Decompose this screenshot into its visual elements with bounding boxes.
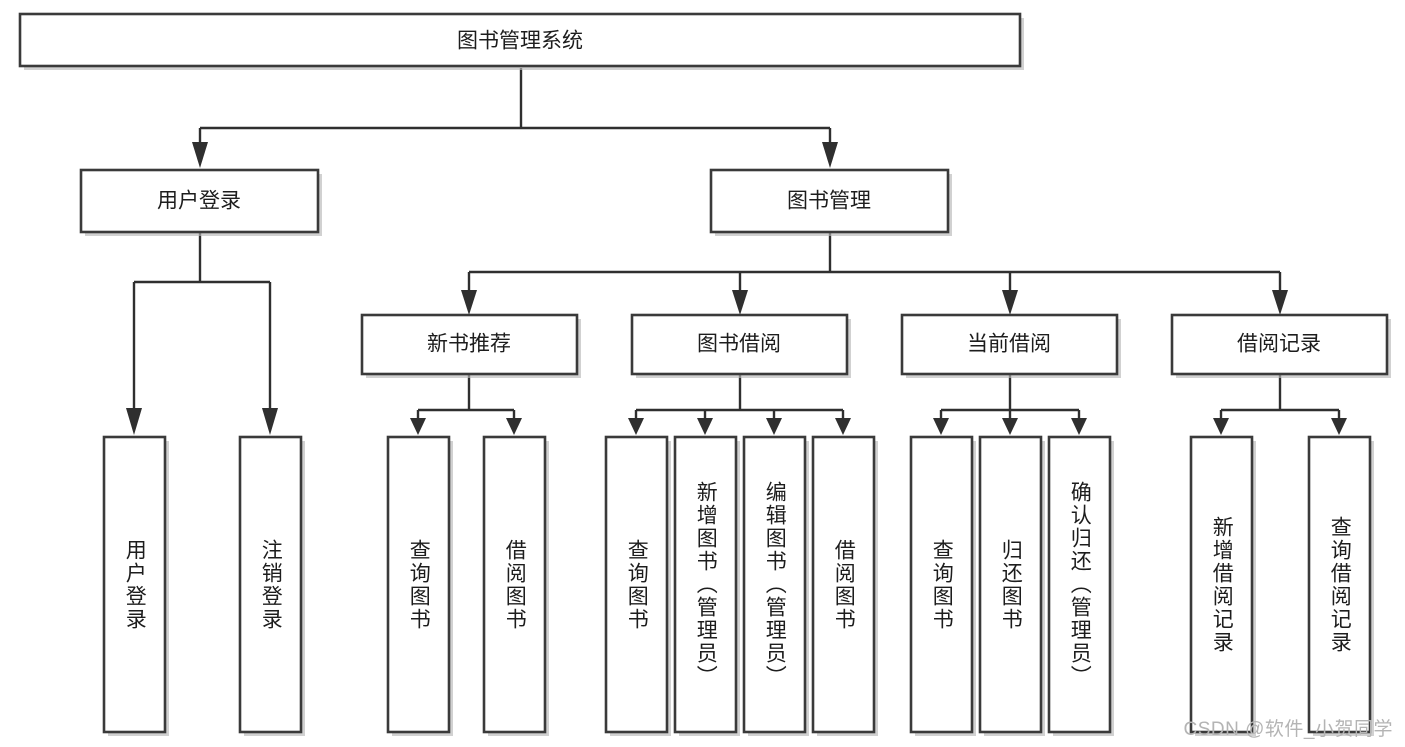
leaf-label-edit-book-admin[interactable]: 编辑图书（管理员） (744, 437, 805, 732)
node-borrow-record[interactable]: 借阅记录 (1170, 313, 1391, 378)
node-book-borrow[interactable]: 图书借阅 (630, 313, 851, 378)
arrow-book-to-new (461, 290, 477, 315)
leaf-label-logout[interactable]: 注销登录 (240, 437, 301, 732)
node-user-login-label: 用户登录 (157, 190, 241, 213)
leaf-label-query-book-new[interactable]: 查询图书 (388, 437, 449, 732)
leaf-label-text: 新增图书（管理员） (694, 481, 718, 688)
arrow-root-to-user (192, 142, 208, 168)
leaf-label-text: 借阅图书 (503, 538, 527, 631)
leaf-label-add-borrow-record[interactable]: 新增借阅记录 (1191, 437, 1252, 732)
arrow-book-to-borrow (732, 290, 748, 315)
leaf-label-return-book[interactable]: 归还图书 (980, 437, 1041, 732)
leaf-box-0[interactable] (102, 435, 167, 734)
node-book-borrow-box (630, 313, 849, 376)
leaf-label-text: 查询图书 (625, 538, 649, 631)
node-book-management-box (709, 168, 950, 234)
node-root-box (18, 12, 1022, 68)
leaf-box-9[interactable] (978, 435, 1043, 734)
arrow-current-to-leaf-2 (1002, 418, 1018, 435)
leaf-label-borrow-book[interactable]: 借阅图书 (813, 437, 874, 732)
leaf-box-11[interactable] (1189, 435, 1254, 734)
leaf-label-text: 注销登录 (259, 538, 283, 631)
arrow-user-to-logout (262, 408, 278, 435)
node-root-label: 图书管理系统 (457, 30, 583, 53)
leaf-label-query-book-current[interactable]: 查询图书 (911, 437, 972, 732)
leaf-label-query-borrow-record[interactable]: 查询借阅记录 (1309, 437, 1370, 732)
leaf-label-text: 确认归还（管理员） (1068, 481, 1092, 688)
leaf-label-text: 编辑图书（管理员） (763, 481, 787, 688)
leaf-label-text: 借阅图书 (832, 538, 856, 631)
leaf-box-8[interactable] (909, 435, 974, 734)
node-book-management-label: 图书管理 (787, 190, 871, 213)
node-current-borrow-label: 当前借阅 (967, 333, 1051, 356)
leaf-label-borrow-book-new[interactable]: 借阅图书 (484, 437, 545, 732)
leaf-box-10[interactable] (1047, 435, 1112, 734)
node-new-book-recommend-label: 新书推荐 (427, 333, 511, 356)
leaf-box-12[interactable] (1307, 435, 1372, 734)
node-root[interactable]: 图书管理系统 (18, 12, 1024, 70)
leaf-box-5[interactable] (673, 435, 738, 734)
leaf-box-3[interactable] (482, 435, 547, 734)
leaf-box-6[interactable] (742, 435, 807, 734)
arrow-borrow-to-leaf-3 (766, 418, 782, 435)
arrow-new-to-leaf-2 (506, 418, 522, 435)
leaf-label-text: 查询图书 (407, 538, 431, 631)
node-current-borrow[interactable]: 当前借阅 (900, 313, 1121, 378)
arrow-record-to-leaf-1 (1213, 418, 1229, 435)
leaf-label-add-book-admin[interactable]: 新增图书（管理员） (675, 437, 736, 732)
leaf-label-text: 查询图书 (930, 538, 954, 631)
leaf-label-text: 用户登录 (123, 538, 147, 631)
node-borrow-record-box (1170, 313, 1389, 376)
arrow-record-to-leaf-2 (1331, 418, 1347, 435)
arrow-user-to-login (126, 408, 142, 435)
arrow-borrow-to-leaf-1 (628, 418, 644, 435)
leaf-label-confirm-return-admin[interactable]: 确认归还（管理员） (1049, 437, 1110, 732)
node-book-borrow-label: 图书借阅 (697, 333, 781, 356)
node-user-login-box (79, 168, 320, 234)
leaf-box-4[interactable] (604, 435, 669, 734)
arrow-current-to-leaf-1 (933, 418, 949, 435)
leaf-label-user-login[interactable]: 用户登录 (104, 437, 165, 732)
leaf-label-text: 查询借阅记录 (1328, 515, 1352, 654)
leaf-box-7[interactable] (811, 435, 876, 734)
arrow-borrow-to-leaf-2 (697, 418, 713, 435)
node-user-login[interactable]: 用户登录 (79, 168, 322, 236)
leaf-box-1[interactable] (238, 435, 303, 734)
leaf-box-layer (102, 435, 1374, 736)
arrow-new-to-leaf-1 (410, 418, 426, 435)
arrow-book-to-record (1272, 290, 1288, 315)
node-book-management[interactable]: 图书管理 (709, 168, 952, 236)
arrow-borrow-to-leaf-4 (835, 418, 851, 435)
arrow-current-to-leaf-3 (1071, 418, 1087, 435)
node-new-book-recommend-box (360, 313, 579, 376)
connector-layer (126, 68, 1347, 435)
node-current-borrow-box (900, 313, 1119, 376)
leaf-label-query-book-borrow[interactable]: 查询图书 (606, 437, 667, 732)
arrow-book-to-current (1002, 290, 1018, 315)
node-new-book-recommend[interactable]: 新书推荐 (360, 313, 581, 378)
leaf-label-text: 归还图书 (999, 538, 1023, 631)
leaf-label-text: 新增借阅记录 (1210, 515, 1234, 654)
node-borrow-record-label: 借阅记录 (1237, 333, 1321, 356)
leaf-box-2[interactable] (386, 435, 451, 734)
arrow-root-to-book (822, 142, 838, 168)
